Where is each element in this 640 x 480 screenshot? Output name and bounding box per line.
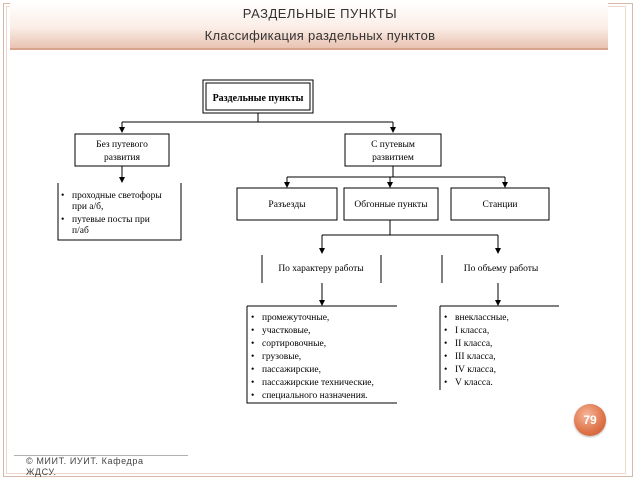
footer-divider [14,455,188,456]
bullet-icon: • [251,365,254,375]
category-razezdy-label: Разъезды [268,200,306,210]
work-list-item: сортировочные, [262,339,326,349]
bullet-icon: • [444,365,447,375]
bullet-icon: • [444,352,447,362]
slide-title: РАЗДЕЛЬНЫЕ ПУНКТЫ [242,6,398,21]
no-track-list-item-1-line2: при а/б, [72,201,103,212]
no-track-list: • проходные светофоры при а/б, • путевые… [57,183,182,241]
work-list-item: участковые, [262,326,310,336]
root-node: Раздельные пункты [202,79,314,114]
volume-list-item: V класса. [455,378,493,388]
volume-list-item: I класса, [455,326,489,336]
volume-list-item: II класса, [455,339,492,349]
with-track-node: С путевым развитием [344,133,442,167]
work-list-item: пассажирские, [262,365,321,375]
no-track-list-item-1-line1: проходные светофоры [72,190,162,201]
no-track-node: Без путевого развития [74,133,170,167]
category-stantsii-label: Станции [482,200,517,210]
work-list-item: специального назначения. [262,391,368,401]
bullet-icon: • [61,191,64,201]
footer-line2: ЖДСУ. [26,467,57,477]
no-track-label-line2: развития [104,153,141,163]
root-node-label: Раздельные пункты [213,93,304,104]
bullet-icon: • [444,378,447,388]
title-bar [10,2,608,50]
no-track-label-line1: Без путевого [96,140,148,150]
footer: © МИИТ. ИУИТ. Кафедра ЖДСУ. [26,456,176,478]
bullet-icon: • [251,391,254,401]
work-list-item: грузовые, [262,352,301,362]
no-track-list-item-2-line1: путевые посты при [72,215,150,225]
page-number-badge: 79 [574,404,606,436]
category-razezdy: Разъезды [236,187,338,221]
bullet-icon: • [251,378,254,388]
bullet-icon: • [251,339,254,349]
no-track-list-item-2-line2: п/аб [72,225,89,236]
category-obgonnye: Обгонные пункты [343,187,439,221]
volume-list-item: IV класса, [455,365,496,375]
category-obgonnye-label: Обгонные пункты [354,199,428,210]
bullet-icon: • [251,313,254,323]
volume-list-item: III класса, [455,352,496,362]
bullet-icon: • [444,313,447,323]
bullet-icon: • [444,339,447,349]
slide-subtitle: Классификация раздельных пунктов [204,28,436,43]
work-list: • промежуточные, • участковые, • сортиро… [246,305,397,404]
bullet-icon: • [444,326,447,336]
page-number: 79 [583,413,597,427]
with-track-label-line2: развитием [372,153,414,163]
by-work-node: По характеру работы [261,255,382,283]
bullet-icon: • [251,326,254,336]
by-volume-node: По объему работы [441,255,539,283]
bullet-icon: • [61,215,64,225]
footer-line1: © МИИТ. ИУИТ. Кафедра [26,456,144,466]
work-list-items: • промежуточные, • участковые, • сортиро… [251,313,374,401]
bullet-icon: • [251,352,254,362]
with-track-label-line1: С путевым [371,140,415,150]
connector-lines [119,113,508,306]
volume-list: • внеклассные, • I класса, • II класса, … [439,305,559,390]
work-list-item: промежуточные, [262,313,329,323]
category-stantsii: Станции [450,187,550,221]
work-list-item: пассажирские технические, [262,378,374,388]
volume-list-item: внеклассные, [455,313,509,323]
by-work-label: По характеру работы [278,263,364,274]
by-volume-label: По объему работы [464,263,539,274]
